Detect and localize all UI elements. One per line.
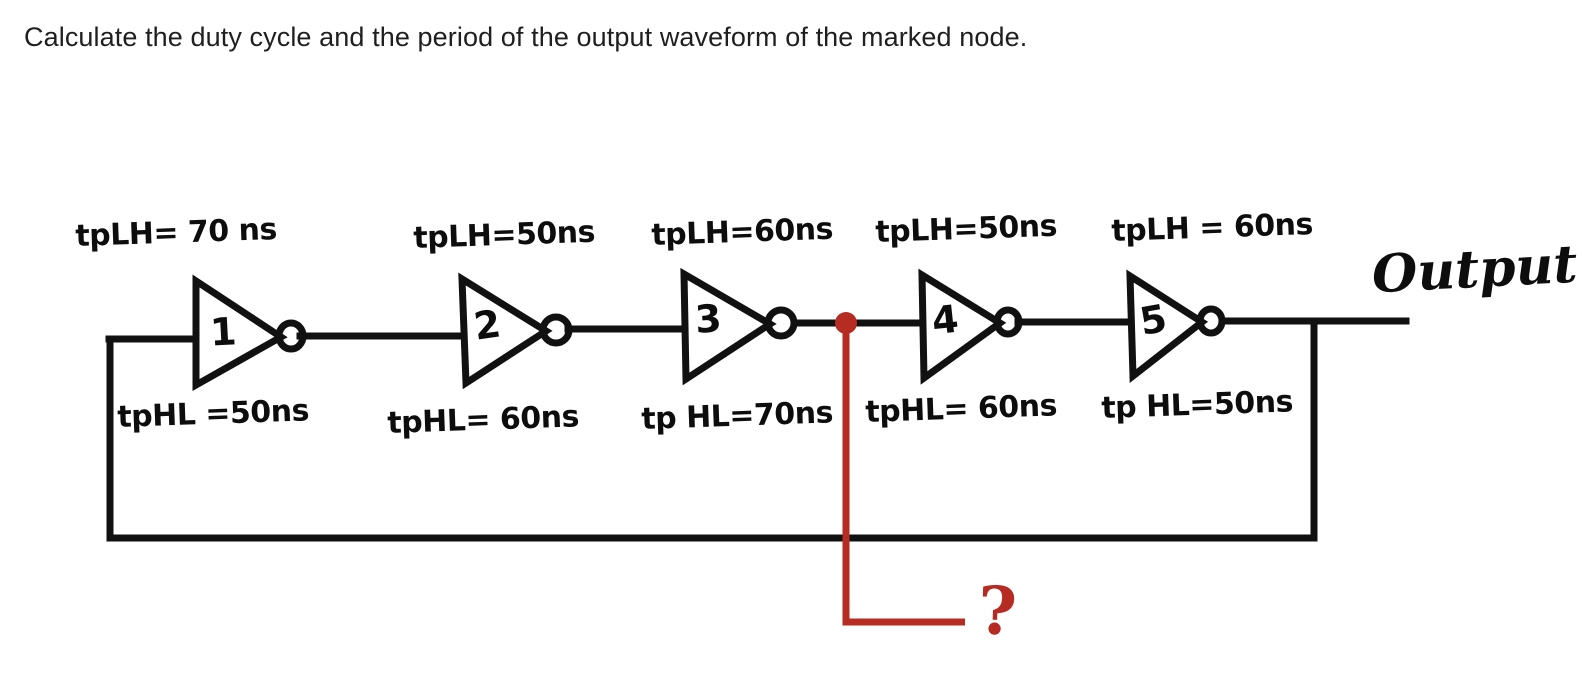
inverter-3-number: 3	[693, 296, 723, 342]
inverter-3-bubble	[764, 306, 798, 340]
inverter-5-triangle	[1126, 269, 1209, 384]
inverter-4-tphl-label: tpHL= 60ns	[864, 388, 1058, 430]
inverter-2-triangle	[458, 272, 553, 390]
inverter-4-bubble	[993, 306, 1023, 338]
marked-node-group	[835, 312, 965, 626]
marked-node-probe-wire	[842, 323, 965, 626]
inverter-5-tphl-label: tp HL=50ns	[1100, 384, 1294, 426]
inverter-1-tphl-label: tpHL =50ns	[116, 393, 310, 435]
feedback-loop-wire	[106, 317, 1318, 542]
page-title: Calculate the duty cycle and the period …	[24, 22, 1028, 52]
marked-node-question-label: ?	[976, 571, 1019, 651]
output-label: Output	[1370, 233, 1579, 306]
inverter-4-number: 4	[929, 296, 961, 344]
marked-node-dot	[835, 312, 857, 334]
inverter-1-bubble	[275, 319, 307, 353]
inverter-5-tplh-label: tpLH = 60ns	[1110, 206, 1314, 249]
inverter-3	[680, 267, 798, 386]
inverter-1-number: 1	[208, 309, 238, 355]
inverter-4-tplh-label: tpLH=50ns	[874, 208, 1058, 250]
inverter-2	[458, 272, 573, 390]
inverter-1-triangle	[192, 274, 288, 391]
inverter-5	[1126, 269, 1226, 384]
inverter-1	[192, 274, 307, 391]
feedback-path	[106, 317, 1318, 542]
inverter-2-tplh-label: tpLH=50ns	[412, 214, 596, 256]
inverter-5-bubble	[1196, 305, 1226, 337]
inverter-4	[918, 268, 1023, 385]
inverter-3-tphl-label: tp HL=70ns	[640, 395, 834, 437]
inverter-2-bubble	[539, 313, 573, 347]
inverter-3-triangle	[680, 267, 777, 386]
inverter-1-tplh-label: tpLH= 70 ns	[74, 211, 278, 254]
inverter-2-tphl-label: tpHL= 60ns	[386, 399, 580, 441]
inverter-3-tplh-label: tpLH=60ns	[650, 211, 834, 253]
inverter-4-triangle	[918, 268, 1007, 385]
